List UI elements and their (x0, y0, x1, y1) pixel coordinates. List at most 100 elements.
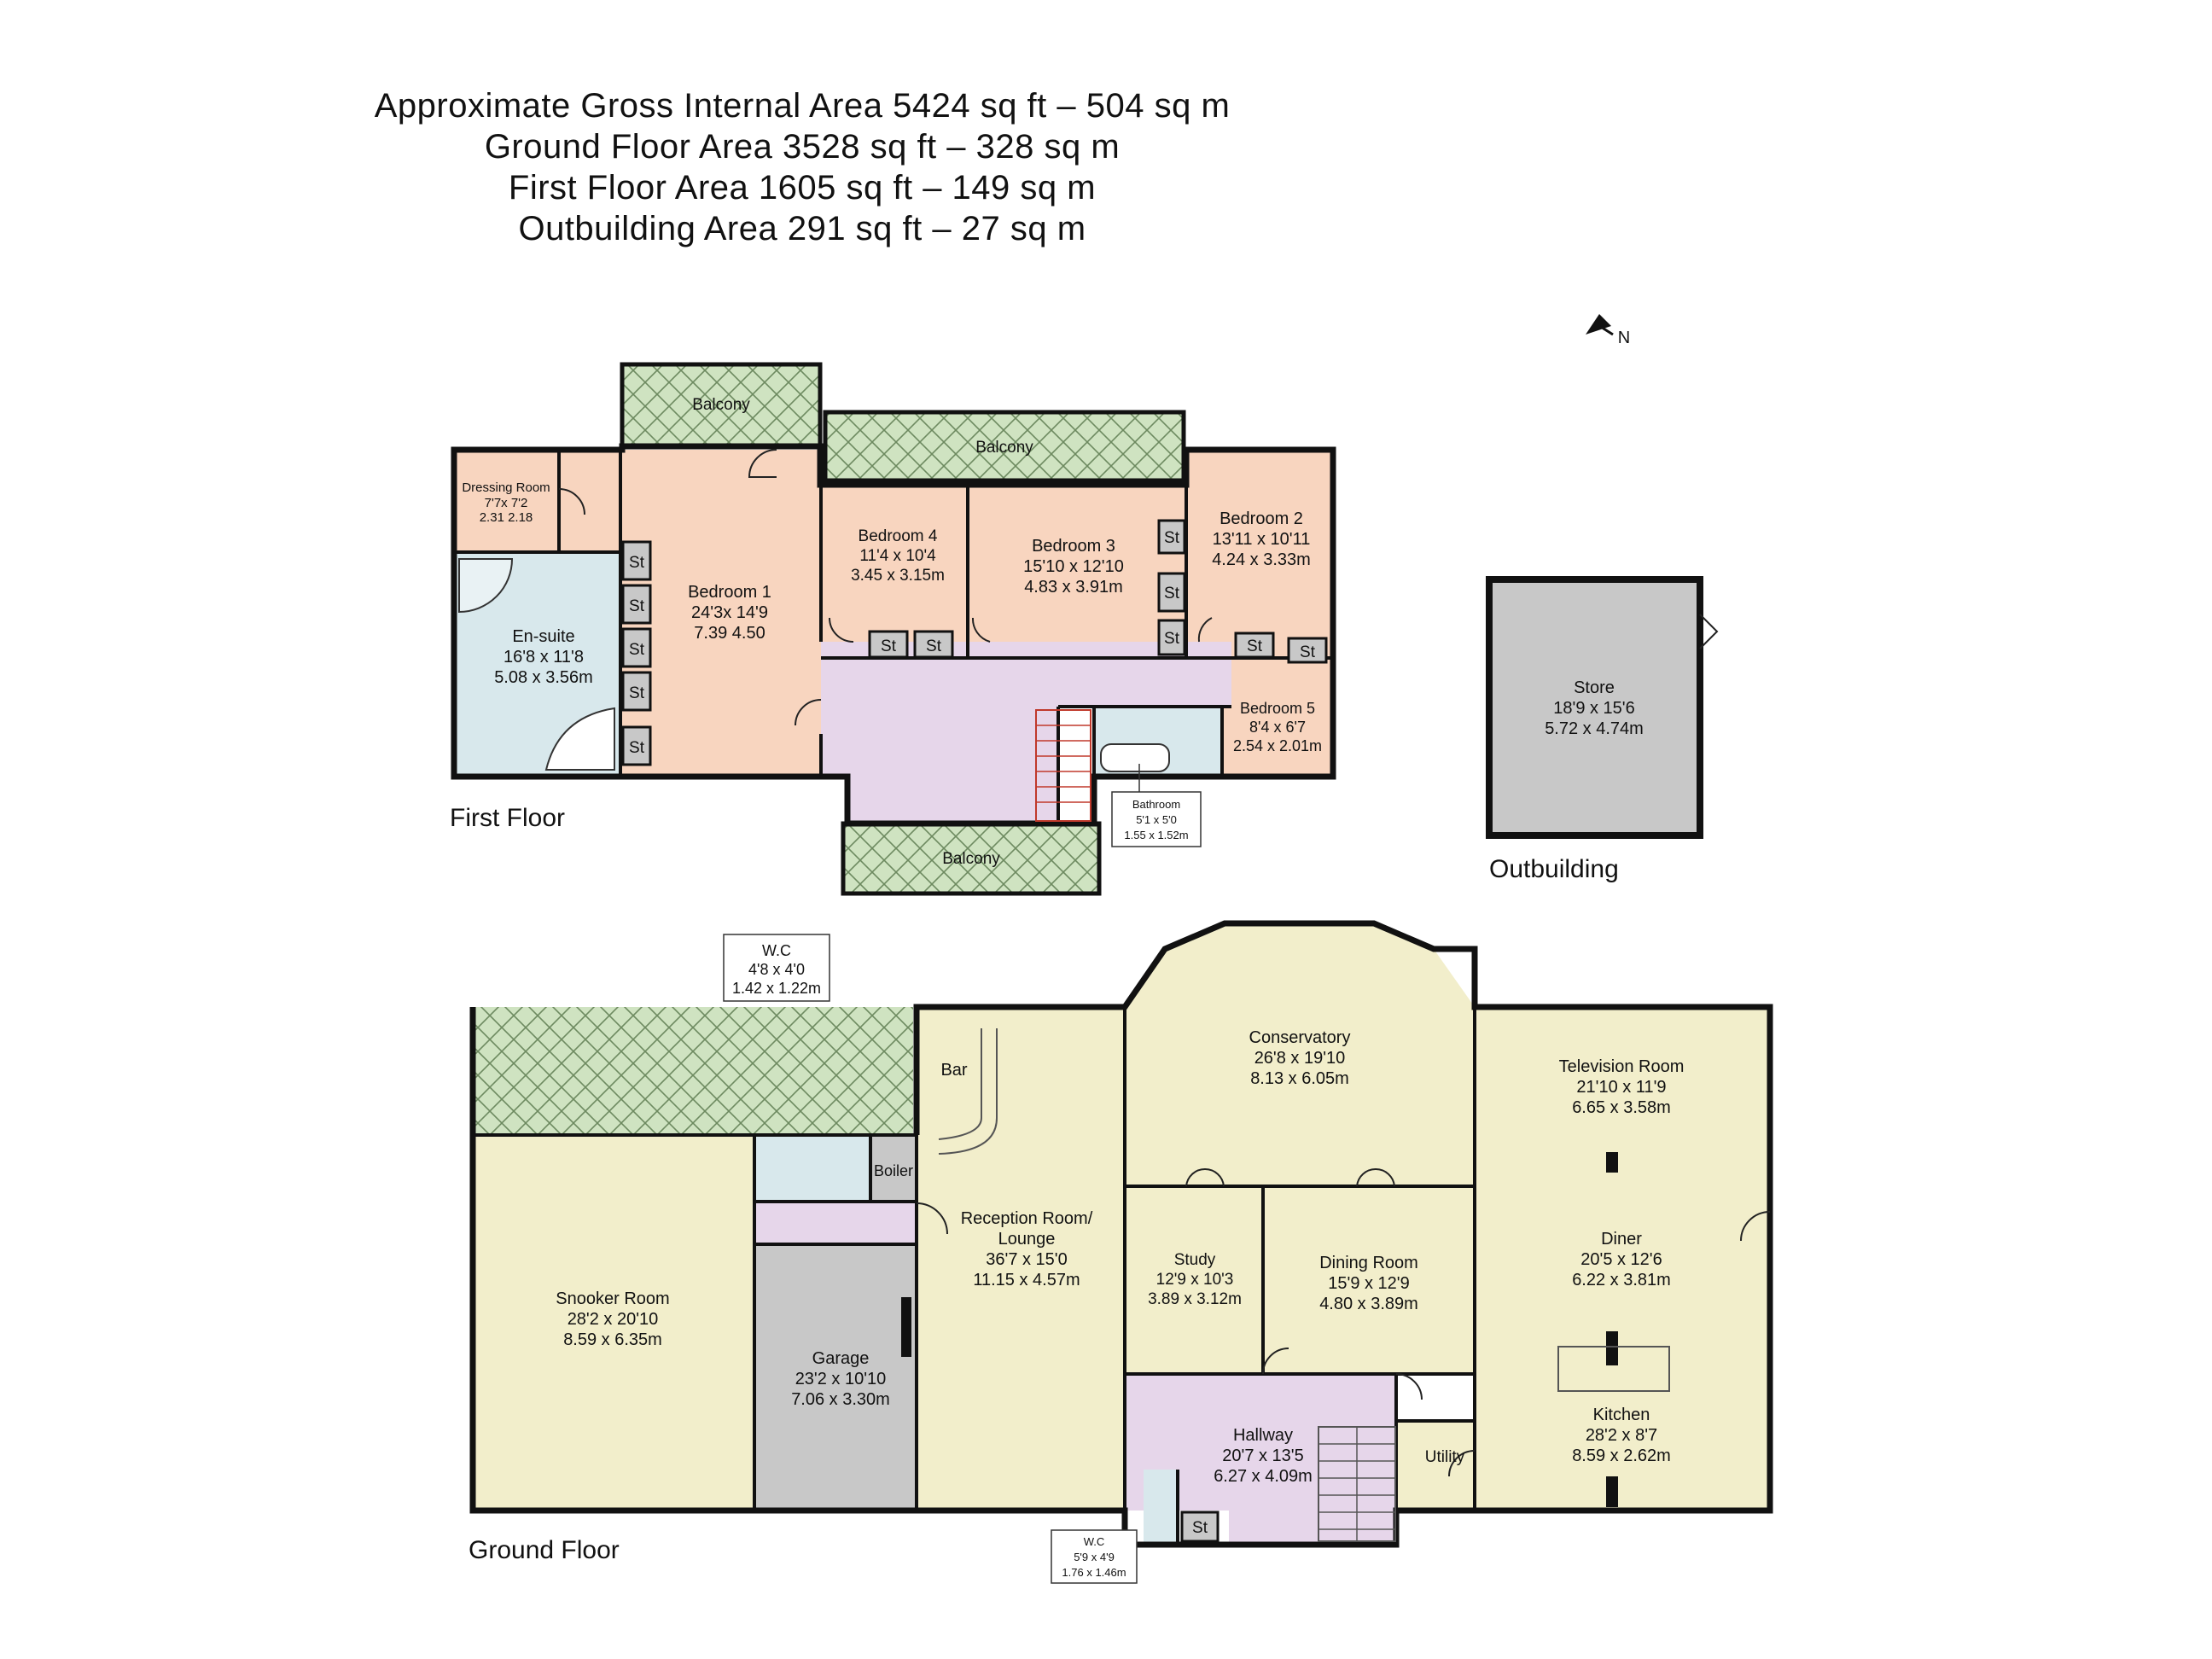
store-label: St (1164, 529, 1180, 547)
fireplace (901, 1297, 911, 1357)
wc-top-metric: 1.42 x 1.22m (732, 980, 821, 997)
hallway-metric: 6.27 x 4.09m (1214, 1467, 1313, 1486)
store-name: Store (1574, 678, 1615, 697)
conservatory-room (1125, 923, 1475, 1186)
study-room (1125, 1186, 1263, 1374)
bedroom-2-name: Bedroom 2 (1220, 509, 1303, 528)
garage-name: Garage (812, 1349, 870, 1368)
diner-imperial: 20'5 x 12'6 (1580, 1250, 1662, 1269)
kitchen-name: Kitchen (1593, 1406, 1650, 1424)
first-floor-stores: St St St St St St St St St St St St (621, 519, 1328, 766)
bathroom-imperial: 5'1 x 5'0 (1136, 813, 1177, 826)
bathtub-icon (1100, 743, 1170, 772)
bedroom-4 (821, 485, 968, 658)
dressing-room-imperial: 7'7x 7'2 (485, 496, 528, 510)
bedroom-3-name: Bedroom 3 (1032, 537, 1115, 556)
reception-room-name-2: Lounge (998, 1230, 1056, 1249)
store-label: St (629, 641, 645, 659)
bedroom-5-imperial: 8'4 x 6'7 (1249, 719, 1306, 736)
door-arc (1197, 617, 1213, 643)
study-name: Study (1174, 1251, 1216, 1269)
door-arc (1356, 1167, 1395, 1187)
store-imperial: 18'9 x 15'6 (1553, 699, 1635, 718)
bedroom-4-name: Bedroom 4 (859, 527, 938, 545)
television-room-imperial: 21'10 x 11'9 (1576, 1078, 1666, 1097)
snooker-room-imperial: 28'2 x 20'10 (568, 1310, 659, 1329)
utility-room (1396, 1421, 1475, 1511)
first-floor-plan: St St St St St St St St St St St St (450, 362, 1336, 896)
hallway-name: Hallway (1233, 1426, 1293, 1445)
store-label: St (629, 739, 645, 757)
wc-bottom-room (1144, 1470, 1178, 1545)
kitchen-metric: 8.59 x 2.62m (1572, 1447, 1671, 1465)
store-label: St (629, 597, 645, 615)
store-label: St (629, 554, 645, 572)
kitchen-imperial: 28'2 x 8'7 (1586, 1426, 1657, 1445)
boiler-label: Boiler (874, 1162, 913, 1179)
diner-metric: 6.22 x 3.81m (1572, 1271, 1671, 1289)
bedroom-1-metric: 7.39 4.50 (694, 624, 765, 643)
door-arc (1448, 1450, 1476, 1477)
wc-top-name: W.C (762, 942, 791, 959)
balcony-middle (823, 410, 1186, 483)
shower-icon (458, 558, 514, 614)
bedroom-1 (620, 450, 821, 777)
store-label: St (629, 684, 645, 702)
landing (821, 642, 1231, 824)
reception-room-imperial: 36'7 x 15'0 (986, 1250, 1068, 1269)
first-floor-stairs-icon (1035, 709, 1091, 822)
bar-counter (938, 1028, 982, 1140)
balcony-middle-label: Balcony (975, 439, 1033, 457)
first-floor-title: First Floor (450, 804, 565, 832)
outbuilding-title: Outbuilding (1489, 855, 1619, 883)
dressing-room-metric: 2.31 2.18 (480, 510, 533, 525)
terrace (473, 1007, 913, 1135)
door-icon (1699, 614, 1719, 649)
bedroom-4-imperial: 11'4 x 10'4 (859, 547, 936, 565)
wc-top-callout (723, 934, 830, 1002)
area-summary: Approximate Gross Internal Area 5424 sq … (0, 85, 1604, 249)
store-label: St (1164, 630, 1180, 648)
television-diner-kitchen (1475, 1007, 1770, 1511)
snooker-room (473, 1135, 754, 1511)
column (1606, 1476, 1618, 1507)
column (1606, 1331, 1618, 1365)
diner-name: Diner (1601, 1230, 1642, 1249)
reception-room (917, 1007, 1125, 1511)
boiler-room (870, 1135, 917, 1202)
ground-floor-title: Ground Floor (469, 1536, 620, 1564)
north-arrow-icon: N (1586, 314, 1630, 347)
dressing-passage (559, 450, 620, 552)
wc-top-room (754, 1135, 870, 1202)
utility-label: Utility (1425, 1448, 1465, 1466)
store-label: St (881, 637, 897, 655)
ground-floor-plan: St Bar Boiler Conservatory 26'8 x 19'10 … (469, 920, 1773, 1584)
snooker-room-name: Snooker Room (556, 1289, 669, 1308)
door-arc (795, 699, 822, 726)
dining-room (1263, 1186, 1475, 1374)
television-room-metric: 6.65 x 3.58m (1572, 1098, 1671, 1117)
garage-imperial: 23'2 x 10'10 (795, 1370, 887, 1388)
outbuilding-plan: Store 18'9 x 15'6 5.72 x 4.74m Outbuildi… (1486, 576, 1719, 883)
store-label: St (1164, 585, 1180, 602)
bar-label: Bar (940, 1061, 967, 1080)
ensuite-metric: 5.08 x 3.56m (494, 668, 593, 687)
conservatory-metric: 8.13 x 6.05m (1250, 1069, 1349, 1088)
hallway-room (1125, 1374, 1396, 1545)
bar-counter-edge (938, 1028, 998, 1155)
dressing-room-name: Dressing Room (462, 480, 550, 495)
wc-bottom-name: W.C (1084, 1535, 1105, 1548)
bedroom-4-metric: 3.45 x 3.15m (851, 567, 945, 585)
balcony-top-label: Balcony (692, 396, 750, 414)
store-label: St (1192, 1519, 1208, 1537)
snooker-room-metric: 8.59 x 6.35m (563, 1330, 662, 1349)
dining-room-metric: 4.80 x 3.89m (1319, 1295, 1418, 1313)
wc-bottom-imperial: 5'9 x 4'9 (1074, 1551, 1115, 1563)
ground-passage (754, 1202, 917, 1244)
bathroom-callout (1111, 791, 1202, 847)
hallway-imperial: 20'7 x 13'5 (1222, 1447, 1304, 1465)
store-label: St (1247, 637, 1263, 655)
ensuite-name: En-suite (512, 627, 574, 646)
ground-floor-stairs-icon (1318, 1426, 1396, 1542)
door-arc (748, 449, 777, 478)
